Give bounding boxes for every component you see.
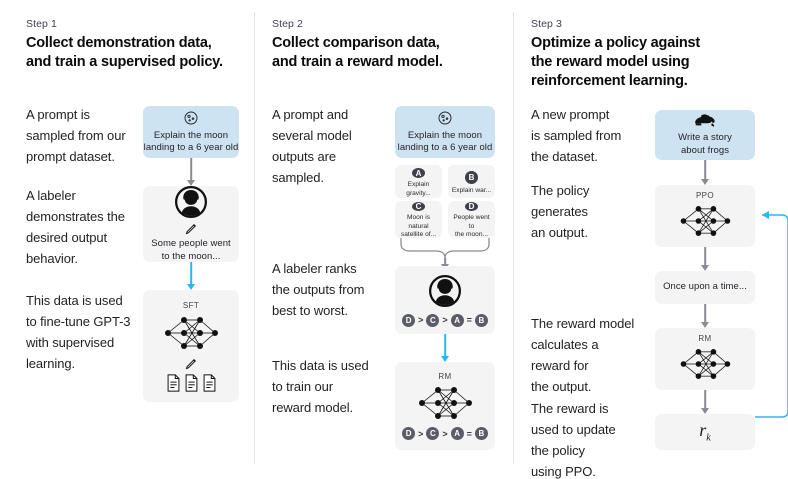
neural-network-icon [414, 382, 476, 424]
step-3-policy-tag: PPO [695, 191, 715, 200]
step-1-prompt-box: Explain the moon landing to a 6 year old [143, 106, 239, 158]
step-2-label: Step 2 [272, 18, 303, 30]
frog-icon [694, 113, 716, 128]
rank-item: A [450, 313, 464, 327]
rank-item: B [474, 427, 488, 440]
step-3-feedback-loop [750, 205, 788, 433]
rank-item: D [402, 313, 416, 327]
neural-network-icon [676, 201, 734, 241]
option-text-c: Moon is natural satellite of... [400, 214, 437, 239]
labeler-person-icon [428, 274, 462, 308]
step-3-rm-box: RM [655, 328, 755, 390]
step-2-option-b: B Explain war... [448, 165, 495, 198]
rank-item: C [426, 427, 440, 440]
step-3-desc-4: The reward is used to update the policy … [531, 401, 616, 479]
step-3-label: Step 3 [531, 18, 562, 30]
step-3-reward-box: rk [655, 414, 755, 450]
rank-op: > [418, 428, 424, 439]
step-3-reward-tag: RM [698, 334, 712, 343]
step-3-ppo-box: PPO [655, 185, 755, 247]
rank-op: > [442, 315, 448, 325]
pencil-icon [184, 221, 199, 236]
step-2-desc-3: This data is used to train our reward mo… [272, 358, 369, 415]
step-2-prompt-box: Explain the moon landing to a 6 year old [395, 106, 495, 158]
rank-op: = [466, 315, 472, 325]
pencil-icon [184, 356, 199, 371]
neural-network-icon [676, 344, 734, 384]
option-badge-d: D [465, 202, 478, 212]
option-badge-c: C [412, 202, 425, 212]
option-badge-b: B [465, 170, 478, 184]
step-3-prompt-text: Write a story about frogs [678, 132, 732, 156]
step-3-desc-2: The policy generates an output. [531, 183, 590, 240]
step-2-merge-connector [395, 238, 495, 270]
step-2-ranking-rm: D > C > A = B [402, 427, 488, 440]
step-3-prompt-box: Write a story about frogs [655, 110, 755, 160]
column-divider-1 [254, 12, 255, 464]
rank-op: > [442, 428, 448, 439]
step-1-arrow-2 [161, 262, 221, 290]
option-badge-a: A [412, 168, 425, 179]
labeler-person-icon [174, 185, 208, 219]
step-3-arrow-3 [675, 304, 735, 328]
step-2-arrow-2 [415, 334, 475, 362]
step-2-desc-1: A prompt and several model outputs are s… [272, 107, 352, 185]
documents-icon [166, 373, 217, 392]
step-3-arrow-1 [675, 160, 735, 185]
step-3-desc-1: A new prompt is sampled from the dataset… [531, 107, 622, 164]
step-1-desc-3: This data is used to fine-tune GPT-3 wit… [26, 293, 131, 371]
step-2-title: Collect comparison data, and train a rew… [272, 35, 443, 70]
rank-item: D [402, 427, 416, 440]
step-1-arrow-1 [161, 158, 221, 186]
rank-item: C [426, 313, 440, 327]
step-1-label: Step 1 [26, 18, 57, 30]
step-1-title: Collect demonstration data, and train a … [26, 35, 223, 70]
step-1-labeler-text: Some people went to the moon... [151, 238, 231, 262]
step-3-output-box: Once upon a time... [655, 271, 755, 304]
step-2-desc-2: A labeler ranks the outputs from best to… [272, 261, 365, 318]
step-2-option-d: D People went to the moon... [448, 201, 495, 238]
step-1-labeler-box: Some people went to the moon... [143, 185, 239, 262]
step-2-option-c: C Moon is natural satellite of... [395, 201, 442, 238]
reward-symbol: rk [699, 420, 711, 444]
option-text-d: People went to the moon... [453, 214, 490, 239]
step-3-arrow-2 [675, 247, 735, 271]
step-2-column: Step 2 Collect comparison data, and trai… [255, 0, 513, 479]
step-1-sft-box: SFT [143, 290, 239, 402]
rank-item: A [450, 427, 464, 440]
step-3-arrow-4 [675, 390, 735, 414]
step-1-desc-1: A prompt is sampled from our prompt data… [26, 107, 126, 164]
step-1-prompt-text: Explain the moon landing to a 6 year old [143, 129, 239, 154]
step-2-option-a: A Explain gravity... [395, 165, 442, 198]
rank-op: = [466, 428, 472, 439]
neural-network-icon [160, 312, 222, 354]
option-text-b: Explain war... [451, 186, 492, 194]
column-divider-2 [513, 12, 514, 464]
step-1-model-tag: SFT [182, 300, 200, 310]
step-2-prompt-text: Explain the moon landing to a 6 year old [397, 129, 493, 154]
step-3-title: Optimize a policy against the reward mod… [531, 35, 701, 89]
step-3-output-text: Once upon a time... [663, 281, 747, 293]
step-3-desc-3: The reward model calculates a reward for… [531, 316, 635, 394]
moon-icon [437, 110, 453, 126]
step-2-labeler-box: D > C > A = B [395, 266, 495, 334]
step-1-desc-2: A labeler demonstrates the desired outpu… [26, 188, 125, 266]
step-2-ranking-labeler: D > C > A = B [402, 313, 488, 327]
step-3-column: Step 3 Optimize a policy against the rew… [514, 0, 788, 479]
moon-icon [183, 110, 199, 126]
rank-item: B [474, 313, 488, 327]
step-1-column: Step 1 Collect demonstration data, and t… [0, 0, 254, 479]
rank-op: > [418, 315, 424, 325]
step-2-rm-box: RM [395, 362, 495, 450]
step-2-model-tag: RM [438, 372, 452, 381]
option-text-a: Explain gravity... [406, 181, 431, 197]
